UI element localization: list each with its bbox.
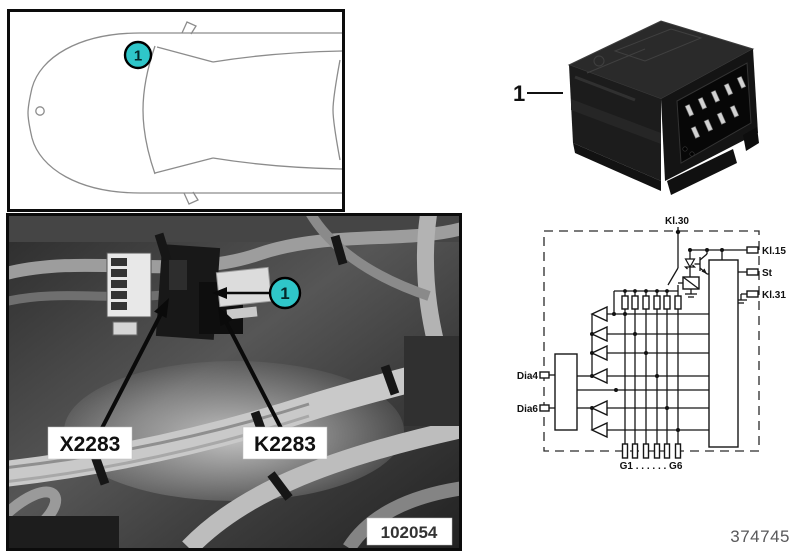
annotation-arrows <box>99 287 284 431</box>
location-photo-panel: 1 X2283 K2283 102054 <box>6 213 462 551</box>
gates-label: G1 . . . . . . G6 <box>620 461 683 472</box>
x2283-label-box <box>47 426 133 460</box>
transistor <box>694 250 709 275</box>
relay-body <box>567 20 759 195</box>
arrow-k2283 <box>218 306 233 327</box>
photo-background <box>9 216 459 548</box>
engine-bay-photo: 1 X2283 K2283 102054 <box>9 216 459 548</box>
terminal-dia4: Dia4 <box>517 371 555 382</box>
relay-cluster <box>155 244 273 340</box>
x2283-label: X2283 <box>60 433 121 456</box>
k2283-label-box <box>242 426 328 460</box>
terminal-st: St <box>738 268 773 279</box>
kl30-label: Kl.30 <box>665 216 689 227</box>
output-driver-block <box>708 259 739 448</box>
right-mirror <box>183 191 199 205</box>
relay-item-number: 1 <box>513 81 525 106</box>
car-outline <box>27 21 342 205</box>
car-locator-panel: 1 <box>7 9 345 212</box>
hood-emblem-circle <box>35 106 45 116</box>
terminal-dia6: Dia6 <box>517 404 555 415</box>
photo-callout-1[interactable]: 1 <box>268 276 302 310</box>
st-label: St <box>762 268 773 279</box>
relay-item-callout: 1 <box>513 81 563 106</box>
document-number: 374745 <box>730 527 790 546</box>
kl15-label: Kl.15 <box>762 246 786 257</box>
terminal-kl31: Kl.31 <box>735 290 786 304</box>
kl31-label: Kl.31 <box>762 290 786 301</box>
zener-diode <box>683 250 697 277</box>
photo-callout-label: 1 <box>280 284 289 303</box>
photo-id-box <box>366 517 453 546</box>
comparator-matrix <box>577 305 709 439</box>
car-callout-label: 1 <box>134 48 142 65</box>
left-mirror <box>181 21 197 35</box>
terminal-kl15: Kl.15 <box>746 246 786 257</box>
car-top-view-drawing: 1 <box>27 21 342 205</box>
arrow-callout-1 <box>212 287 227 299</box>
dashed-enclosure <box>543 230 760 452</box>
terminal-kl30: Kl.30 <box>665 216 689 268</box>
car-callout-1[interactable]: 1 <box>123 40 153 70</box>
dia4-label: Dia4 <box>517 371 539 382</box>
dia6-label: Dia6 <box>517 404 539 415</box>
resistor-bank: G1 . . . . . . G6 <box>613 289 683 472</box>
fuse-block <box>106 252 152 336</box>
relay-pins <box>684 76 747 139</box>
arrow-x2283 <box>154 298 169 319</box>
k2283-label: K2283 <box>254 433 316 456</box>
relay-product-photo: 1 <box>513 20 759 195</box>
photo-id-label: 102054 <box>381 523 438 542</box>
relay-circuit-schematic: Kl.30 <box>517 216 786 472</box>
photo-labels: X2283 K2283 102054 <box>47 426 453 546</box>
diagnostic-block <box>554 353 578 431</box>
relay-drive-circuit <box>667 248 752 298</box>
